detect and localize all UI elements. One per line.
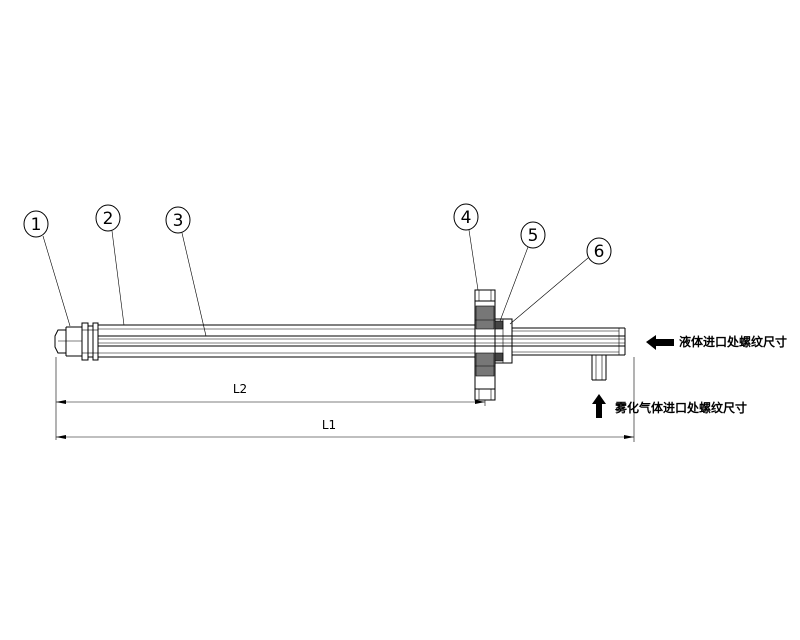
nozzle-tip [54,322,99,361]
balloon-5: 5 [520,221,546,249]
dimension-l2-label: L2 [233,382,247,396]
leader-1 [42,235,71,327]
gas-inlet-pipe [591,355,607,381]
outer-tube [98,324,475,358]
leader-5 [499,246,529,322]
gas-inlet-arrow [592,394,606,418]
balloon-1: 1 [23,210,49,238]
seal-fitting [494,318,513,364]
liquid-inlet-arrow [646,335,674,350]
balloon-4: 4 [453,203,479,231]
leader-3 [181,232,207,337]
balloon-6: 6 [586,237,612,265]
svg-text:4: 4 [461,208,472,228]
inner-tube [98,335,625,347]
balloon-2: 2 [95,204,121,232]
svg-text:1: 1 [31,215,42,235]
liquid-inlet-note: 液体进口处螺纹尺寸 [679,334,787,349]
leader-4 [468,229,479,291]
balloon-3: 3 [165,206,191,234]
dimension-l1: L1 [56,357,635,442]
svg-text:6: 6 [594,242,605,262]
svg-text:5: 5 [528,226,539,246]
flange [474,289,496,401]
rear-tube [512,327,626,356]
svg-text:3: 3 [173,211,184,231]
leader-6 [509,257,589,325]
leader-2 [111,230,125,326]
svg-text:2: 2 [103,209,114,229]
dimension-l1-label: L1 [322,418,336,432]
gas-inlet-note: 雾化气体进口处螺纹尺寸 [614,400,747,415]
dimension-l2: L2 [55,357,486,440]
